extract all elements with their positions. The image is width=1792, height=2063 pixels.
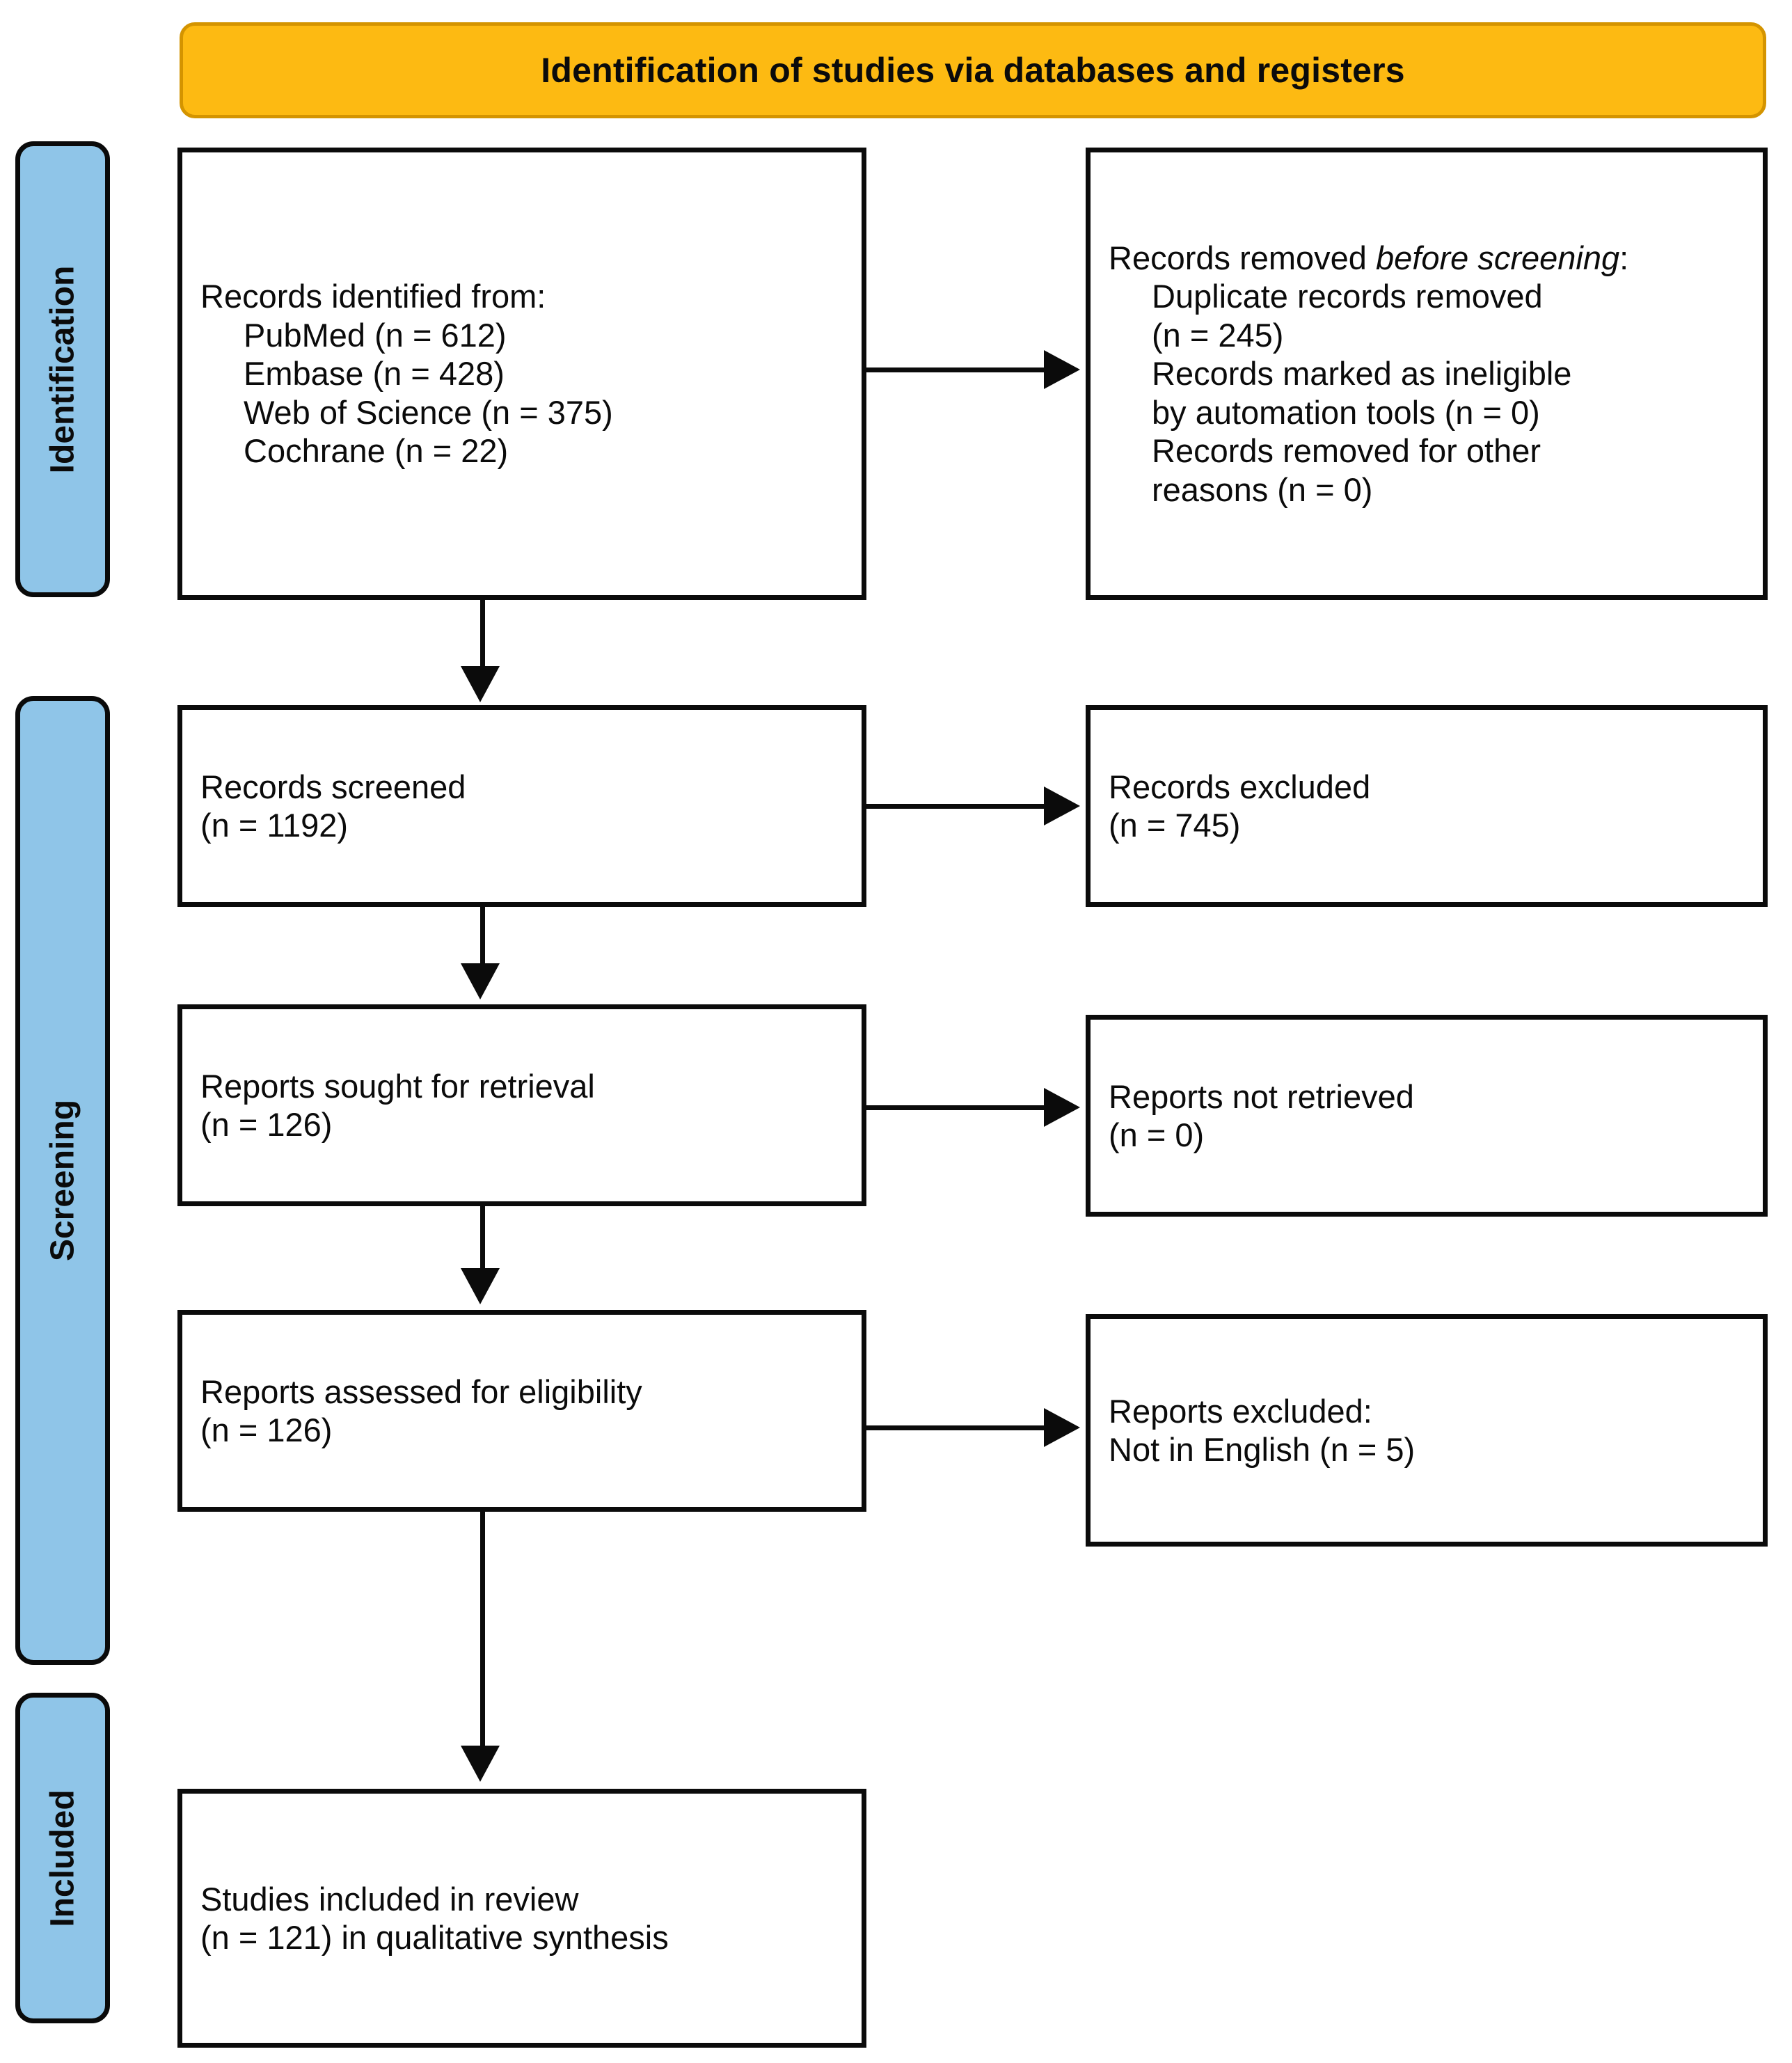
diagram-title-banner: Identification of studies via databases …	[180, 22, 1766, 118]
source-web-of-science: Web of Science (n = 375)	[244, 393, 613, 431]
box-reports-sought-for-retrieval: Reports sought for retrieval (n = 126)	[177, 1004, 866, 1206]
arrow-assessed-to-reports-excluded-line	[866, 1425, 1046, 1430]
arrow-sought-to-not-retrieved-head-icon	[1044, 1088, 1080, 1127]
records-identified-heading: Records identified from:	[200, 278, 546, 315]
box-reports-excluded: Reports excluded: Not in English (n = 5)	[1086, 1314, 1768, 1547]
studies-included-label: Studies included in review	[200, 1880, 579, 1918]
diagram-title: Identification of studies via databases …	[541, 51, 1405, 90]
box-reports-not-retrieved: Reports not retrieved (n = 0)	[1086, 1015, 1768, 1217]
arrow-assessed-to-included-head-icon	[461, 1746, 500, 1782]
stage-label-identification: Identification	[44, 265, 81, 473]
arrow-screened-to-sought-line	[480, 907, 485, 967]
box-records-identified: Records identified from: PubMed (n = 612…	[177, 148, 866, 600]
records-removed-heading-emphasis: before screening	[1376, 239, 1620, 276]
stage-bar-screening: Screening	[15, 696, 110, 1665]
arrow-identified-to-removed-line	[866, 367, 1046, 372]
arrow-screened-to-records-excluded-head-icon	[1044, 787, 1080, 825]
arrow-assessed-to-reports-excluded-head-icon	[1044, 1408, 1080, 1447]
studies-included-count: (n = 121) in qualitative synthesis	[200, 1919, 669, 1956]
removed-automation-line2: by automation tools (n = 0)	[1152, 393, 1540, 431]
removed-automation-line1: Records marked as ineligible	[1152, 355, 1572, 393]
box-records-screened: Records screened (n = 1192)	[177, 705, 866, 907]
arrow-screened-to-records-excluded-line	[866, 804, 1046, 809]
arrow-sought-to-assessed-head-icon	[461, 1268, 500, 1304]
reports-excluded-reason: Not in English (n = 5)	[1109, 1431, 1416, 1468]
arrow-sought-to-not-retrieved-line	[866, 1105, 1046, 1110]
records-removed-heading: Records removed before screening:	[1109, 239, 1745, 277]
reports-assessed-label: Reports assessed for eligibility	[200, 1373, 642, 1410]
records-excluded-label: Records excluded	[1109, 768, 1371, 805]
reports-not-retrieved-label: Reports not retrieved	[1109, 1077, 1414, 1115]
removed-other-line1: Records removed for other	[1152, 432, 1541, 470]
removed-duplicates-line1: Duplicate records removed	[1152, 278, 1543, 315]
records-removed-heading-suffix: :	[1619, 239, 1629, 276]
stage-label-screening: Screening	[44, 1099, 81, 1262]
reports-sought-label: Reports sought for retrieval	[200, 1067, 595, 1105]
source-embase: Embase (n = 428)	[244, 355, 505, 393]
source-pubmed: PubMed (n = 612)	[244, 316, 507, 354]
records-screened-label: Records screened	[200, 768, 466, 805]
arrow-identified-to-screened-head-icon	[461, 666, 500, 702]
stage-label-included: Included	[44, 1789, 81, 1927]
source-cochrane: Cochrane (n = 22)	[244, 432, 509, 470]
records-removed-heading-prefix: Records removed	[1109, 239, 1376, 276]
box-records-removed-before-screening: Records removed before screening: Duplic…	[1086, 148, 1768, 600]
box-records-excluded: Records excluded (n = 745)	[1086, 705, 1768, 907]
arrow-assessed-to-included-line	[480, 1512, 485, 1748]
reports-sought-count: (n = 126)	[200, 1106, 333, 1143]
arrow-identified-to-screened-line	[480, 600, 485, 670]
stage-bar-included: Included	[15, 1693, 110, 2023]
reports-assessed-count: (n = 126)	[200, 1412, 333, 1448]
removed-other-line2: reasons (n = 0)	[1152, 471, 1373, 508]
arrow-identified-to-removed-head-icon	[1044, 350, 1080, 389]
records-screened-count: (n = 1192)	[200, 807, 349, 844]
stage-bar-identification: Identification	[15, 141, 110, 597]
records-excluded-count: (n = 745)	[1109, 807, 1241, 844]
removed-duplicates-line2: (n = 245)	[1152, 316, 1284, 354]
arrow-sought-to-assessed-line	[480, 1206, 485, 1272]
box-reports-assessed-for-eligibility: Reports assessed for eligibility (n = 12…	[177, 1310, 866, 1512]
arrow-screened-to-sought-head-icon	[461, 963, 500, 999]
reports-excluded-label: Reports excluded:	[1109, 1392, 1372, 1430]
box-studies-included-in-review: Studies included in review (n = 121) in …	[177, 1789, 866, 2048]
reports-not-retrieved-count: (n = 0)	[1109, 1116, 1205, 1153]
